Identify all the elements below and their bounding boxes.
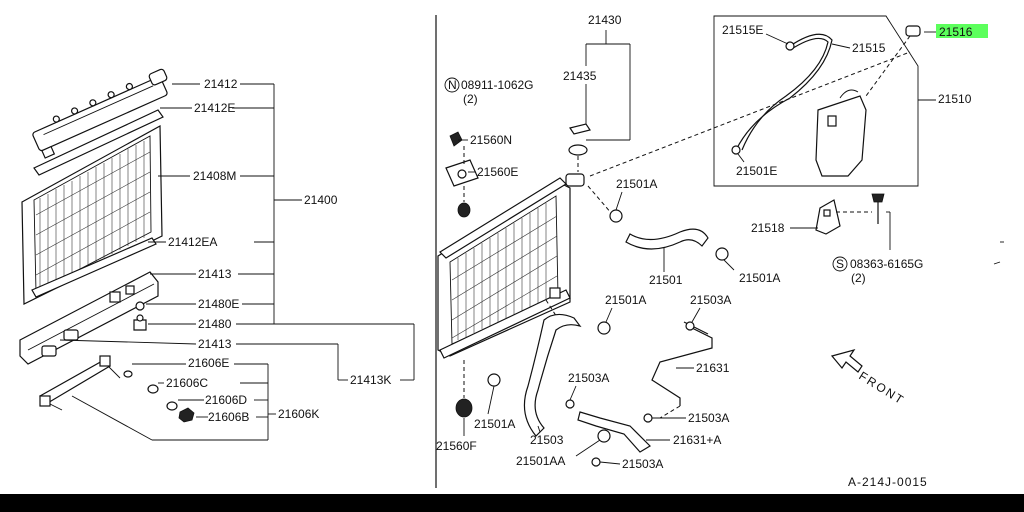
label-21606K: 21606K [278, 407, 319, 421]
label-21408M: 21408M [193, 169, 236, 183]
label-21413-upper: 21413 [198, 267, 232, 281]
clamp-small-4 [591, 457, 601, 467]
label-21606D: 21606D [205, 393, 247, 407]
label-21501A-3: 21501A [605, 293, 646, 307]
radiator-exploded-view [19, 68, 195, 423]
label-21503A-1: 21503A [690, 293, 731, 307]
clamp-small-1 [685, 321, 695, 331]
n-symbol [444, 77, 460, 93]
upper-tank [32, 68, 168, 159]
bracket-bolt [871, 193, 885, 203]
assembled-radiator [437, 173, 585, 359]
label-21510: 21510 [938, 92, 972, 106]
oil-cooler-oring [123, 370, 133, 378]
s-symbol [832, 256, 848, 272]
label-21606B: 21606B [208, 410, 249, 424]
cap-seal [569, 123, 591, 135]
drain-cock-oring [135, 301, 145, 311]
label-21560N: 21560N [470, 133, 512, 147]
lower-tank [19, 271, 159, 365]
center-callouts: N 08911-1062G (2) 21560N 21560E 21560F 2… [436, 13, 780, 471]
label-21560E: 21560E [477, 165, 518, 179]
label-21515: 21515 [852, 41, 886, 55]
reservoir-tank [815, 95, 867, 177]
clamp-small-2 [565, 399, 575, 409]
svg-text:N: N [448, 78, 457, 92]
label-08911-qty: (2) [463, 92, 478, 106]
clamp-small-3 [643, 413, 653, 423]
oil-hose [577, 411, 651, 453]
diagram-reference-code: A-214J-0015 [848, 475, 928, 489]
svg-text:S: S [836, 257, 844, 271]
lower-hose [523, 313, 582, 437]
label-08363-qty: (2) [851, 271, 866, 285]
label-21631-A: 21631+A [673, 433, 721, 447]
oil-cooler-washer [147, 384, 159, 394]
overflow-hose [735, 33, 833, 151]
oil-cooler [39, 355, 121, 411]
lower-gasket [31, 237, 157, 298]
label-21516: 21516 [939, 25, 973, 39]
label-21480E: 21480E [198, 297, 239, 311]
upper-mount-rubber [457, 202, 471, 218]
label-21412: 21412 [204, 77, 238, 91]
label-21400: 21400 [304, 193, 338, 207]
oil-cooler-nut [178, 407, 195, 423]
front-direction-indicator: FRONT [830, 348, 907, 408]
label-21501E: 21501E [736, 164, 777, 178]
label-21560F: 21560F [436, 439, 477, 453]
bottom-border-bar [0, 494, 1024, 512]
label-21501AA: 21501AA [516, 454, 565, 468]
label-21503A-2: 21503A [568, 371, 609, 385]
label-21503: 21503 [530, 433, 564, 447]
reservoir-bracket [815, 199, 841, 235]
radiator-core [21, 124, 163, 305]
label-21480: 21480 [198, 317, 232, 331]
upper-mount-bolt [449, 131, 463, 147]
clamp-upper-1 [609, 209, 623, 223]
label-21413K: 21413K [350, 373, 391, 387]
left-panel-callouts: 21412 21412E 21408M 21412EA 21413 21480E… [59, 77, 415, 441]
oil-pipe [651, 325, 713, 406]
label-21518: 21518 [751, 221, 785, 235]
label-21412E: 21412E [194, 101, 235, 115]
label-21430: 21430 [588, 13, 622, 27]
reservoir-group: 21515E 21515 21501E 21516 21510 [713, 15, 988, 187]
label-21501A-4: 21501A [474, 417, 515, 431]
reservoir-cap-21516 [905, 25, 921, 37]
radiator-cap [568, 144, 588, 156]
label-21413-lower: 21413 [198, 337, 232, 351]
highlight-21516 [936, 24, 988, 38]
label-21435: 21435 [563, 69, 597, 83]
clamp-lower-3 [597, 429, 611, 443]
label-21503A-3: 21503A [688, 411, 729, 425]
clamp-upper-2 [715, 247, 729, 261]
label-21501A-1: 21501A [616, 177, 657, 191]
label-08363-6165G: 08363-6165G [850, 257, 923, 271]
label-21515E: 21515E [722, 23, 763, 37]
upper-gasket [33, 109, 164, 176]
label-21503A-4: 21503A [622, 457, 663, 471]
clamp-lower-1 [597, 321, 611, 335]
oil-cooler-seal [166, 401, 178, 411]
front-label: FRONT [856, 369, 907, 408]
label-21501A-2: 21501A [739, 271, 780, 285]
upper-hose [625, 228, 709, 250]
clamp-lower-2 [487, 373, 501, 387]
label-21606E: 21606E [188, 356, 229, 370]
reservoir-box-outline [713, 15, 919, 187]
lower-mount-rubber [455, 398, 473, 418]
label-08911-1062G: 08911-1062G [461, 78, 534, 92]
label-21631: 21631 [696, 361, 730, 375]
label-21412EA: 21412EA [168, 235, 217, 249]
label-21501: 21501 [649, 273, 683, 287]
label-21606C: 21606C [166, 376, 208, 390]
